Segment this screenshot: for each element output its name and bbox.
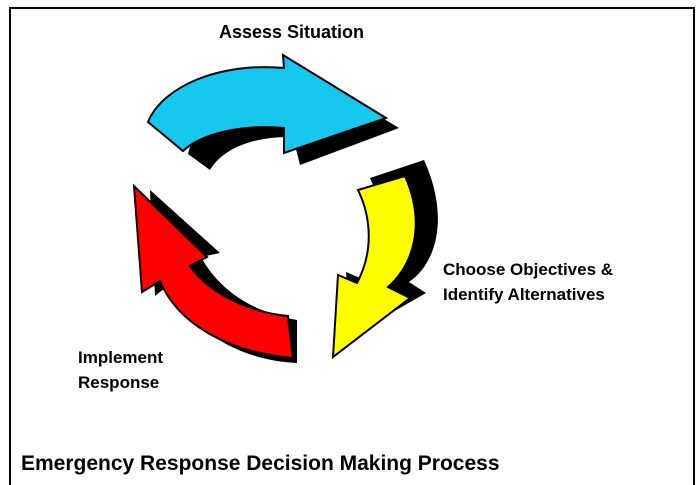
step-label-choose-objectives: Choose Objectives & Identify Alternative…	[443, 257, 613, 307]
diagram-title: Emergency Response Decision Making Proce…	[21, 452, 500, 475]
assess-situation-arrow	[146, 53, 399, 170]
choose-objectives-arrow	[331, 160, 438, 360]
implement-response-arrow	[132, 183, 297, 363]
implement-response-arrow-body	[132, 183, 295, 360]
step-label-choose-objectives-line2: Identify Alternatives	[443, 285, 605, 304]
assess-situation-arrow-body	[146, 53, 389, 155]
step-label-implement-response: Implement Response	[78, 345, 163, 395]
step-label-implement-response-line2: Response	[78, 373, 160, 392]
diagram-frame	[9, 7, 695, 485]
step-label-assess-situation: Assess Situation	[219, 22, 365, 42]
step-label-choose-objectives-line1: Choose Objectives &	[443, 260, 614, 279]
choose-objectives-arrow-body	[331, 174, 417, 360]
step-label-implement-response-line1: Implement	[78, 348, 164, 367]
